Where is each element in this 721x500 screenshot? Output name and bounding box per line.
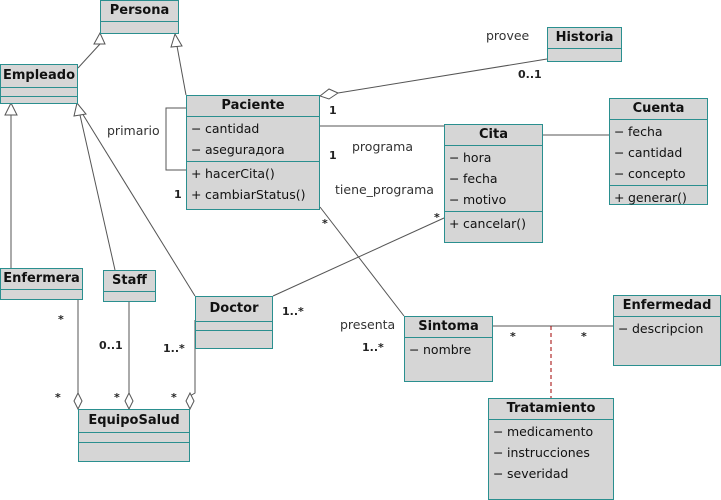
multiplicity: 1..* [282, 305, 304, 318]
class-empleado[interactable]: Empleado [0, 64, 78, 104]
aggregation-diamond [73, 391, 83, 411]
class-cuenta[interactable]: Cuenta −fecha −cantidad −concepto +gener… [609, 98, 708, 205]
operations-section: +generar() [610, 186, 707, 209]
attribute-row: −asegurадora [191, 142, 285, 157]
attribute-row: −medicamento [493, 424, 594, 439]
attributes-section: −hora −fecha −motivo [445, 146, 542, 212]
class-name: Enfermedad [614, 296, 720, 317]
multiplicity: * [55, 391, 61, 404]
class-name: Historia [548, 28, 621, 49]
generalization-doctor-empleado [81, 112, 196, 297]
label-primario: primario [107, 123, 160, 138]
class-name: Tratamiento [489, 399, 613, 420]
attributes-section: −nombre [405, 338, 492, 361]
multiplicity: * [510, 330, 516, 343]
class-name: Doctor [196, 297, 272, 322]
association-paciente-historia [337, 58, 548, 94]
class-name: Cita [445, 125, 542, 146]
multiplicity: 1 [329, 104, 337, 117]
class-cita[interactable]: Cita −hora −fecha −motivo +cancelar() [444, 124, 543, 243]
multiplicity: * [434, 211, 440, 224]
attribute-row: −cantidad [614, 145, 683, 160]
association-paciente-sintoma [319, 206, 405, 317]
class-name: Persona [101, 1, 178, 22]
generalization-staff-empleado [79, 114, 116, 271]
class-name: Enfermera [1, 269, 82, 290]
attribute-row: −motivo [449, 192, 507, 207]
attribute-row: −fecha [614, 124, 663, 139]
generalization-arrowhead [93, 31, 106, 45]
class-name: Sintoma [405, 317, 492, 338]
label-presenta: presenta [340, 317, 396, 332]
aggregation-diamond [185, 391, 195, 411]
label-tiene-programa: tiene_programa [335, 182, 434, 197]
class-enfermedad[interactable]: Enfermedad −descripcion [613, 295, 721, 366]
operation-row: +hacerCita() [191, 166, 275, 181]
multiplicity: * [581, 330, 587, 343]
class-paciente[interactable]: Paciente −cantidad −asegurадora +hacerCi… [186, 95, 320, 210]
attributes-section: −fecha −cantidad −concepto [610, 120, 707, 186]
class-name: Cuenta [610, 99, 707, 120]
multiplicity: * [171, 391, 177, 404]
generalization-arrowhead [4, 101, 18, 116]
class-doctor[interactable]: Doctor [195, 296, 273, 349]
class-name: Staff [104, 271, 155, 292]
attribute-row: −cantidad [191, 121, 260, 136]
attribute-row: −descripcion [618, 321, 704, 336]
aggregation-diamond [318, 88, 340, 100]
attributes-section: −cantidad −asegurадora [187, 117, 319, 162]
attribute-row: −nombre [409, 342, 472, 357]
operation-row: +generar() [614, 190, 687, 205]
class-enfermera[interactable]: Enfermera [0, 268, 83, 300]
class-name: EquipoSalud [79, 410, 189, 433]
multiplicity: 1 [329, 149, 337, 162]
class-sintoma[interactable]: Sintoma −nombre [404, 316, 493, 382]
attribute-row: −concepto [614, 166, 686, 181]
operations-section: +cancelar() [445, 212, 542, 235]
multiplicity: 0..1 [518, 68, 542, 81]
attributes-section: −descripcion [614, 317, 720, 340]
multiplicity: 1..* [362, 341, 384, 354]
operations-section: +hacerCita() +cambiarStatus() [187, 162, 319, 206]
class-tratamiento[interactable]: Tratamiento −medicamento −instrucciones … [488, 398, 614, 500]
multiplicity: 0..1 [99, 339, 123, 352]
class-historia[interactable]: Historia [547, 27, 622, 62]
class-name: Paciente [187, 96, 319, 117]
class-equiposalud[interactable]: EquipoSalud [78, 409, 190, 462]
attribute-row: −instrucciones [493, 445, 590, 460]
aggregation-diamond [124, 391, 134, 411]
attribute-row: −hora [449, 150, 492, 165]
operation-row: +cancelar() [449, 216, 527, 231]
class-persona[interactable]: Persona [100, 0, 179, 34]
multiplicity: 1 [174, 188, 182, 201]
attribute-row: −severidad [493, 466, 569, 481]
class-name: Empleado [1, 65, 77, 88]
class-staff[interactable]: Staff [103, 270, 156, 302]
association-primario [165, 107, 186, 171]
generalization-arrowhead [170, 32, 183, 48]
attribute-row: −fecha [449, 171, 498, 186]
multiplicity: 1..* [163, 342, 185, 355]
label-programa: programa [352, 139, 414, 154]
generalization-paciente-persona [176, 45, 187, 96]
multiplicity: * [322, 217, 328, 230]
multiplicity: * [114, 391, 120, 404]
attributes-section: −medicamento −instrucciones −severidad [489, 420, 613, 485]
generalization-empleado-persona [77, 43, 101, 69]
multiplicity: * [58, 313, 64, 326]
generalization-arrowhead [73, 101, 87, 117]
label-provee: provee [486, 28, 530, 43]
operation-row: +cambiarStatus() [191, 187, 306, 202]
